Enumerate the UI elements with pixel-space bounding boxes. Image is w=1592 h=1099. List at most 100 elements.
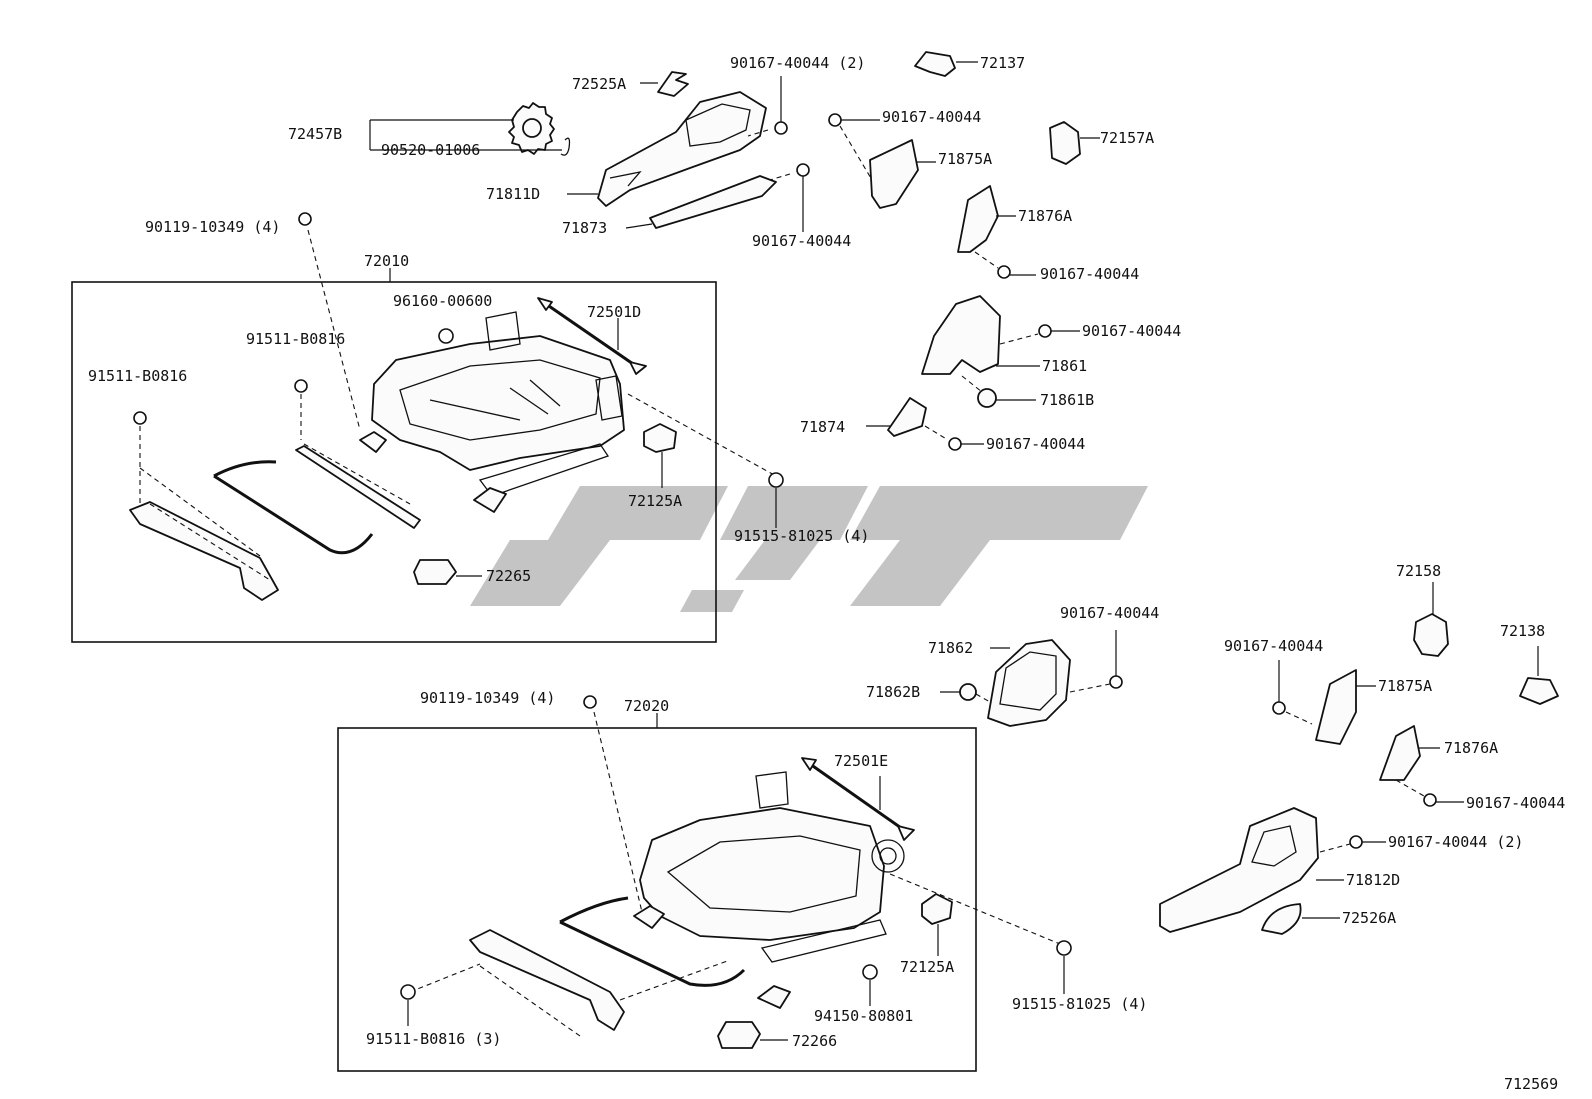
bolt-91511-bot xyxy=(400,984,416,1000)
label-72125A-bot: 72125A xyxy=(900,958,954,976)
bolt-90167-2-bot xyxy=(1349,835,1363,849)
knob-72157A-part xyxy=(1049,121,1081,165)
label-71861B: 71861B xyxy=(1040,391,1094,409)
label-90167-40044-b: 90167-40044 xyxy=(752,232,851,250)
label-90167-40044-h: 90167-40044 xyxy=(1466,794,1565,812)
label-72010: 72010 xyxy=(364,252,409,270)
label-72125A-top: 72125A xyxy=(628,492,682,510)
label-90167-40044-d: 90167-40044 xyxy=(1082,322,1181,340)
bolt-90167-h xyxy=(1423,793,1437,807)
bolt-90167-a xyxy=(828,113,842,127)
nut-96160-part xyxy=(438,328,454,344)
label-72137: 72137 xyxy=(980,54,1025,72)
bolt-90167-e xyxy=(948,437,962,451)
label-91511-B0816-a: 91511-B0816 xyxy=(88,367,187,385)
label-71876A-top: 71876A xyxy=(1018,207,1072,225)
cap-71861B-part xyxy=(977,388,997,408)
label-71873: 71873 xyxy=(562,219,607,237)
seat-frame-72010-part xyxy=(359,311,625,513)
label-71862: 71862 xyxy=(928,639,973,657)
knob-72158-part xyxy=(1413,613,1449,657)
part-labels: 72525A 90167-40044 (2) 72137 72457B 9052… xyxy=(88,54,1565,1093)
label-71874: 71874 xyxy=(800,418,845,436)
knob-72457B-part xyxy=(508,102,571,156)
bracket-71874-part xyxy=(887,397,927,437)
label-72158: 72158 xyxy=(1396,562,1441,580)
bolt-91515-top xyxy=(768,472,784,488)
rod-72501E-part xyxy=(801,757,915,841)
label-90167-40044-2-top: 90167-40044 (2) xyxy=(730,54,865,72)
cover-71875A-top-part xyxy=(869,139,919,209)
label-71862B: 71862B xyxy=(866,683,920,701)
label-72526A: 72526A xyxy=(1342,909,1396,927)
bolt-90167-c xyxy=(997,265,1011,279)
assembly-box-72010 xyxy=(71,281,717,643)
cover-71876A-bot-part xyxy=(1379,725,1421,781)
cover-72526A-part xyxy=(1261,903,1302,935)
label-72525A: 72525A xyxy=(572,75,626,93)
label-71812D: 71812D xyxy=(1346,871,1400,889)
bolt-90119-bot xyxy=(583,695,597,709)
label-72266: 72266 xyxy=(792,1032,837,1050)
label-91511-B0816-b: 91511-B0816 xyxy=(246,330,345,348)
label-72501D: 72501D xyxy=(587,303,641,321)
clip-72138-part xyxy=(1519,677,1559,705)
label-72138: 72138 xyxy=(1500,622,1545,640)
bolt-90167-mid xyxy=(769,163,810,181)
nut-94150-part xyxy=(862,964,878,980)
label-90167-40044-g: 90167-40044 xyxy=(1060,604,1159,622)
recliner-cover-71861-part xyxy=(921,295,1001,375)
seat-frame-72020-part xyxy=(633,771,905,1009)
clip-72266-part xyxy=(717,1021,761,1049)
label-90119-10349-bot: 90119-10349 (4) xyxy=(420,689,555,707)
bolt-90167-d xyxy=(1038,324,1052,338)
label-96160-00600: 96160-00600 xyxy=(393,292,492,310)
diagram-id: 712569 xyxy=(1504,1075,1558,1093)
label-90167-40044-2-bot: 90167-40044 (2) xyxy=(1388,833,1523,851)
cover-71876A-top-part xyxy=(957,185,999,253)
label-90520-01006: 90520-01006 xyxy=(381,141,480,159)
bolt-90167-f xyxy=(1272,701,1286,715)
cap-71862B-part xyxy=(959,683,977,701)
bolt-91515-bot xyxy=(1056,940,1072,956)
label-72501E: 72501E xyxy=(834,752,888,770)
bolt-90167-g xyxy=(1109,675,1123,689)
clip-72265-part xyxy=(413,559,457,585)
side-cover-71811D-part xyxy=(597,91,767,207)
label-71861: 71861 xyxy=(1042,357,1087,375)
wire-72020-part xyxy=(559,896,746,987)
bolt-91511-a xyxy=(133,411,147,504)
label-94150-80801: 94150-80801 xyxy=(814,1007,913,1025)
label-91515-81025-bot: 91515-81025 (4) xyxy=(1012,995,1147,1013)
label-71811D: 71811D xyxy=(486,185,540,203)
label-71875A-top: 71875A xyxy=(938,150,992,168)
label-72020: 72020 xyxy=(624,697,669,715)
label-90119-10349-top: 90119-10349 (4) xyxy=(145,218,280,236)
label-90167-40044-c: 90167-40044 xyxy=(1040,265,1139,283)
label-72457B: 72457B xyxy=(288,125,342,143)
rail-72020-part xyxy=(469,929,625,1031)
rail-72010-part xyxy=(129,501,279,601)
label-91511-B0816-3: 91511-B0816 (3) xyxy=(366,1030,501,1048)
recliner-cover-71862-part xyxy=(987,639,1071,727)
label-71875A-bot: 71875A xyxy=(1378,677,1432,695)
label-72157A: 72157A xyxy=(1100,129,1154,147)
label-72265: 72265 xyxy=(486,567,531,585)
rod-72501D-part xyxy=(537,297,647,375)
clip-72525A-part xyxy=(657,71,689,97)
label-90167-40044-a: 90167-40044 xyxy=(882,108,981,126)
strap-72010-part xyxy=(295,445,421,529)
bolt-90119-top xyxy=(298,212,361,431)
bolt-91511-b xyxy=(294,379,308,440)
label-71876A-bot: 71876A xyxy=(1444,739,1498,757)
actuator-72125A-top-part xyxy=(643,423,677,453)
actuator-72125A-bot-part xyxy=(921,893,953,925)
rail-cover-71873-part xyxy=(649,175,777,229)
cover-71875A-bot-part xyxy=(1315,669,1357,745)
clip-72137-part xyxy=(914,51,956,77)
side-cover-71812D-part xyxy=(1159,807,1319,933)
label-90167-40044-e: 90167-40044 xyxy=(986,435,1085,453)
bolt-90167-top xyxy=(747,121,788,137)
watermark-logo xyxy=(470,486,1148,612)
